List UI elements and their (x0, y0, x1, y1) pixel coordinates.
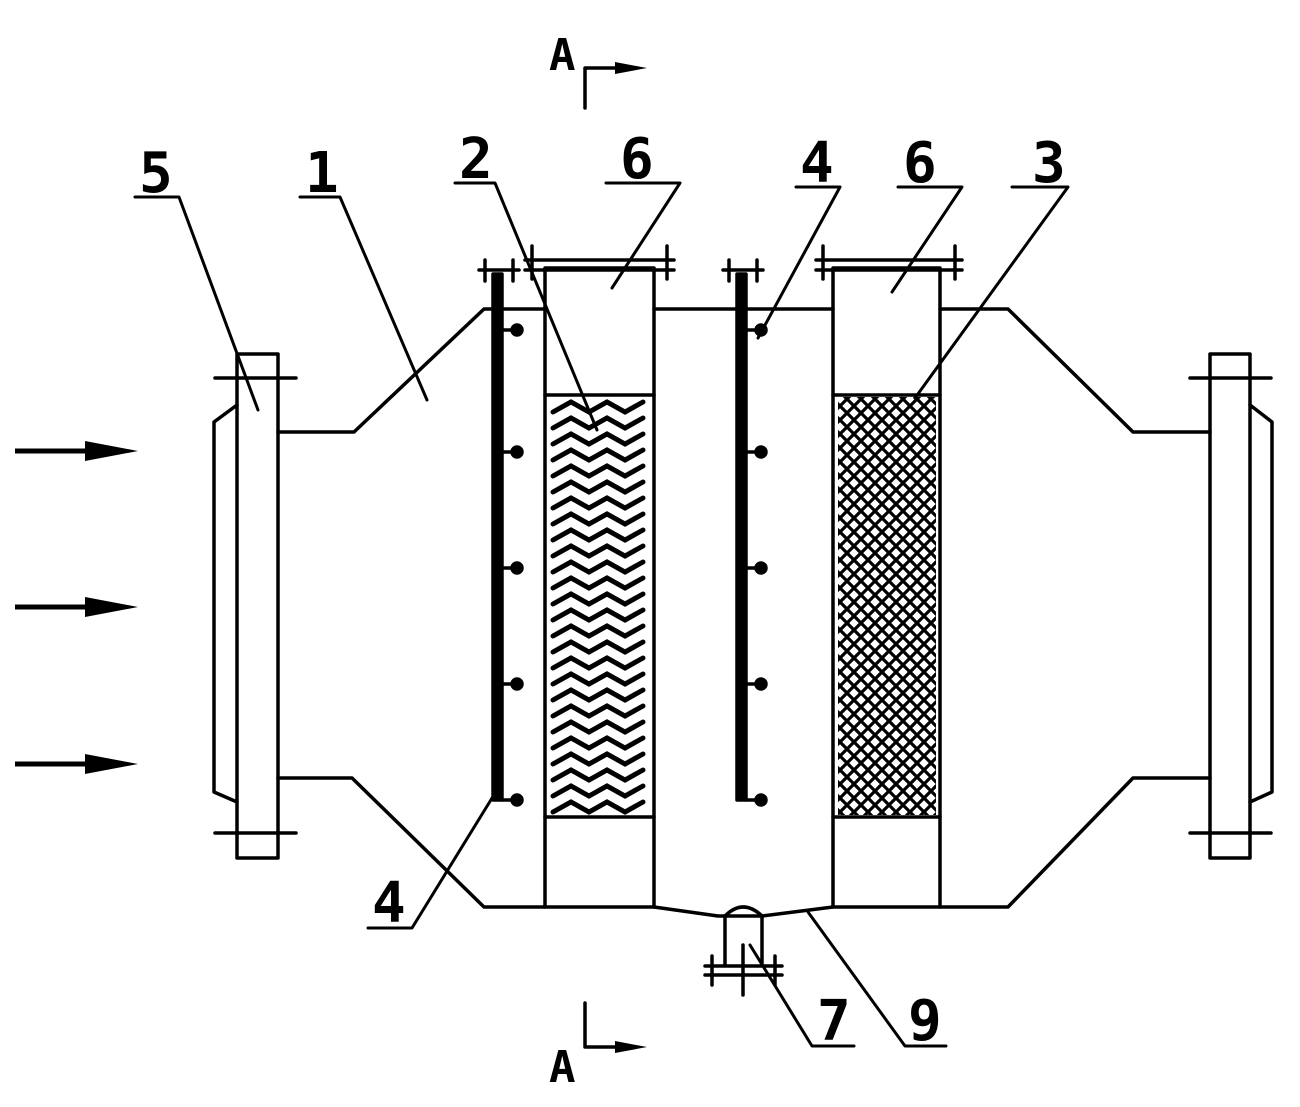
label-part-6-left: 6 (620, 127, 654, 192)
mesh-filter-module (814, 244, 964, 909)
spray-nozzles-right (754, 323, 768, 807)
inflow-arrow (15, 441, 138, 461)
section-letter-bottom: A (549, 1042, 576, 1093)
spray-pipe-left (477, 258, 521, 802)
section-mark-top (583, 66, 630, 110)
section-mark-bottom (583, 1001, 630, 1049)
label-part-9: 9 (908, 989, 942, 1054)
section-letter-top: A (549, 30, 576, 81)
section-arrow-top (615, 62, 647, 74)
spray-nozzles-left (510, 323, 524, 807)
label-part-4-top: 4 (800, 131, 834, 196)
label-part-5: 5 (139, 141, 173, 206)
chevron-filter-module (523, 244, 676, 909)
inflow-arrow (15, 754, 138, 774)
chevron-media (550, 399, 646, 815)
label-part-1: 1 (305, 141, 339, 206)
leader-lines (133, 181, 1070, 1048)
drain-outlet (703, 905, 784, 997)
label-part-7: 7 (817, 989, 851, 1054)
inflow-arrow (15, 597, 138, 617)
label-part-6-right: 6 (903, 131, 937, 196)
label-part-3: 3 (1032, 131, 1066, 196)
outlet-flange (1188, 352, 1274, 860)
section-arrow-bottom (615, 1041, 647, 1053)
inlet-flange (212, 352, 298, 860)
label-part-2: 2 (459, 127, 493, 192)
inflow-arrows (15, 441, 138, 774)
mesh-media (838, 397, 936, 815)
label-part-4-bottom: 4 (372, 871, 406, 936)
spray-pipe-right (721, 258, 765, 802)
